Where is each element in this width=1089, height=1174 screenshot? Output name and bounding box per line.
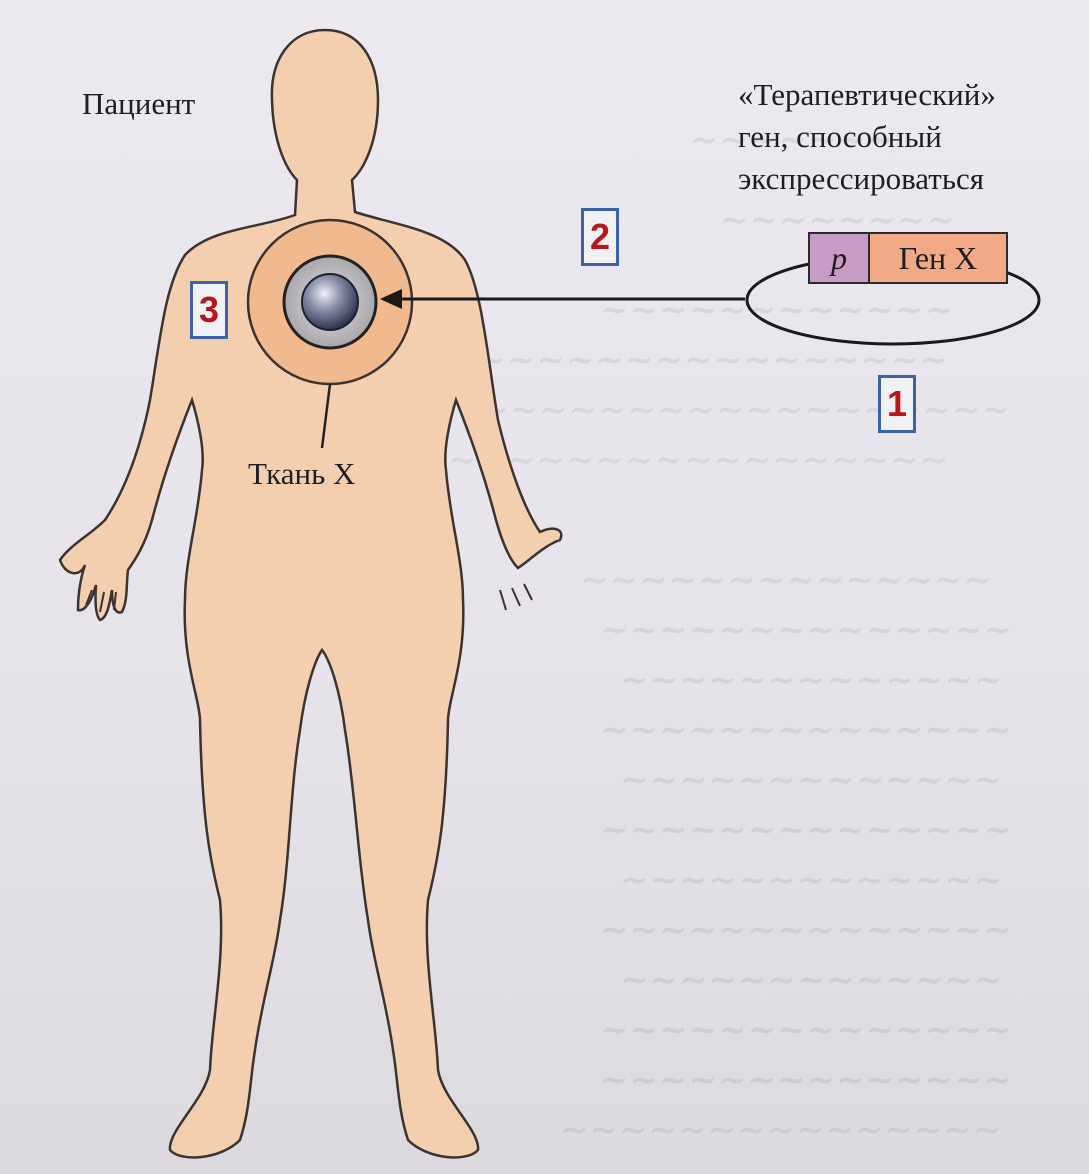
- patient-label: Пациент: [82, 86, 195, 122]
- step-badge-2: 2: [581, 208, 619, 266]
- tissue-x-label: Ткань Х: [248, 456, 355, 492]
- gene-caption-line1: «Терапевтический»: [738, 74, 996, 116]
- gene-x-label: Ген Х: [899, 240, 978, 277]
- patient-body-silhouette: [60, 30, 561, 1157]
- step-badge-1: 1: [878, 375, 916, 433]
- step-badge-3: 3: [190, 281, 228, 339]
- promoter-segment: p: [808, 232, 870, 284]
- target-cell-sphere: [302, 274, 358, 330]
- gene-x-segment: Ген Х: [868, 232, 1008, 284]
- gene-caption-line2: ген, способный: [738, 116, 996, 158]
- gene-caption-line3: экспрессироваться: [738, 158, 996, 200]
- promoter-label: p: [831, 240, 847, 277]
- gene-caption: «Терапевтический» ген, способный экспрес…: [738, 74, 996, 200]
